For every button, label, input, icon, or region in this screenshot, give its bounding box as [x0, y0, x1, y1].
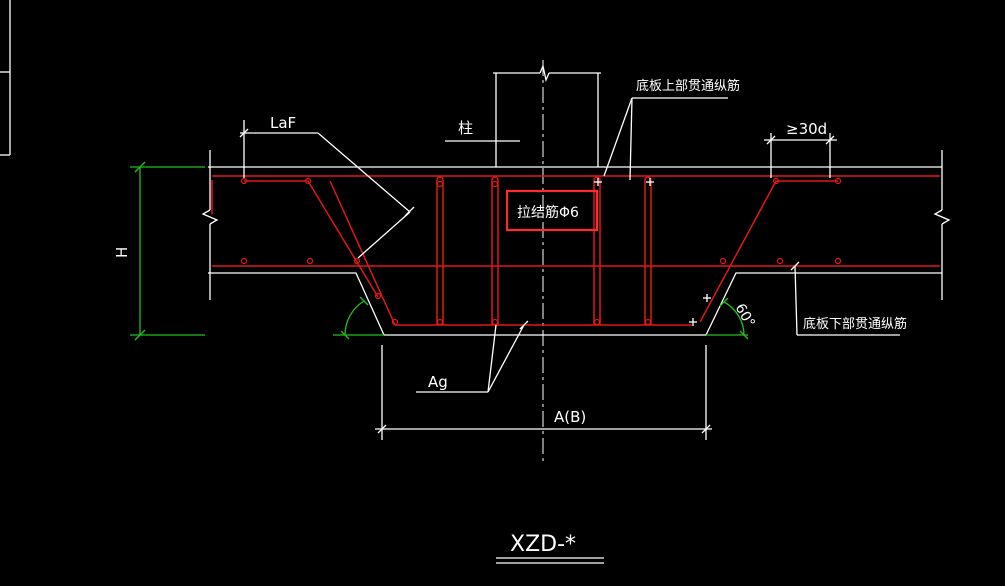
- overlap-dimension: ≥30d: [764, 120, 837, 178]
- column-stub: [493, 63, 601, 167]
- angle-markers: 60°: [333, 296, 758, 340]
- tie-rebar-highlight-box: [505, 189, 599, 232]
- left-frame: [0, 0, 11, 156]
- laf-label: LaF: [270, 114, 296, 132]
- top-rebar-label: 底板上部贯通纵筋: [636, 78, 740, 94]
- top-rebar-leader: 底板上部贯通纵筋: [603, 78, 740, 181]
- bottom-rebar-leader: 底板下部贯通纵筋: [790, 261, 907, 336]
- width-label: A(B): [554, 408, 586, 426]
- ag-label: Ag: [428, 373, 448, 391]
- tie-rebar-label: 拉结筋Φ6: [517, 204, 579, 221]
- width-dimension: A(B): [375, 345, 712, 440]
- rebar-dots: [240, 177, 842, 326]
- drawing-title: XZD-*: [496, 532, 604, 564]
- overlap-label: ≥30d: [786, 120, 827, 138]
- ag-leader: Ag: [416, 320, 529, 393]
- height-label: H: [113, 247, 131, 258]
- laf-leader: LaF: [239, 114, 415, 259]
- inclined-rebar-left: [244, 180, 379, 298]
- inclined-rebar-right: [699, 180, 838, 323]
- height-dimension: H: [113, 161, 205, 341]
- cross-marks: [594, 178, 711, 326]
- column-label: 柱: [458, 119, 473, 137]
- angle-label: 60°: [732, 301, 758, 331]
- ag-rebar: [329, 180, 692, 326]
- slab-outline: [201, 150, 951, 336]
- title-label: XZD-*: [510, 532, 576, 557]
- rebar-group: [211, 175, 940, 326]
- bottom-rebar-label: 底板下部贯通纵筋: [803, 316, 907, 332]
- column-leader: 柱: [445, 119, 520, 142]
